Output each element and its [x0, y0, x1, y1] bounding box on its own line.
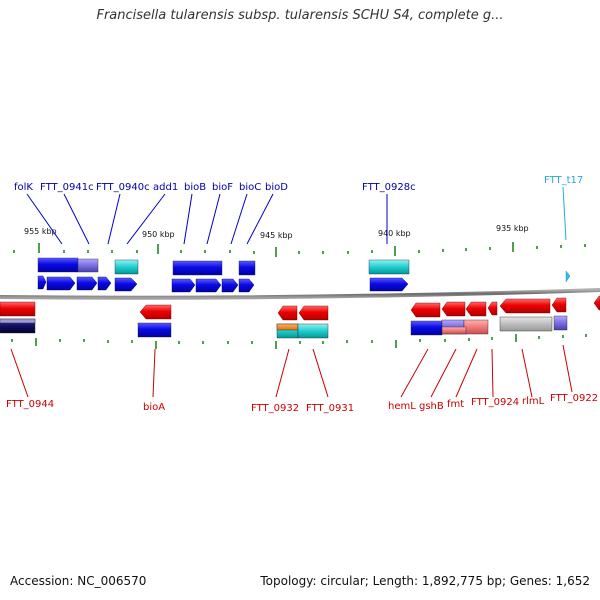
gene-feature[interactable] [238, 260, 256, 276]
gene-arrow-forward[interactable] [171, 278, 196, 293]
gene-arrow-reverse[interactable] [487, 301, 498, 316]
gene-label-add1[interactable]: add1 [153, 182, 178, 193]
forward-feature-row [37, 257, 410, 276]
gene-arrow-reverse[interactable] [465, 301, 487, 317]
inner-tick-ring [11, 334, 587, 349]
gene-arrow-reverse[interactable] [410, 302, 441, 318]
gene-feature[interactable] [499, 316, 553, 332]
gene-feature[interactable] [37, 257, 79, 273]
gene-arrow-reverse[interactable] [139, 304, 172, 320]
gene-feature[interactable] [114, 259, 139, 275]
topology-text: Topology: circular; Length: 1,892,775 bp… [260, 574, 590, 588]
gene-label-bioC[interactable]: bioC [239, 182, 261, 193]
genome-backbone [0, 288, 600, 300]
gene-label-FTT_0932[interactable]: FTT_0932 [251, 403, 299, 414]
gene-arrow-reverse[interactable] [593, 295, 600, 311]
gene-arrow-reverse[interactable] [499, 298, 551, 314]
gene-arrow-forward[interactable] [369, 277, 409, 292]
gene-label-bioB[interactable]: bioB [184, 182, 206, 193]
gene-label-bioA[interactable]: bioA [143, 402, 165, 413]
page-title: Francisella tularensis subsp. tularensis… [96, 8, 504, 23]
scale-tick-label: 945 kbp [260, 231, 293, 240]
reverse-feature-row [0, 315, 568, 339]
gene-feature[interactable] [137, 322, 172, 338]
scale-tick-label: 950 kbp [142, 230, 175, 239]
forward-gene-labels: folK FTT_0941c FTT_0940c add1 bioB bioF … [14, 182, 416, 193]
gene-feature[interactable] [368, 259, 410, 275]
reverse-gene-arrows [0, 295, 600, 321]
trna-gene-labels: FTT_t17 [544, 175, 583, 186]
gene-label-FTT_0941c[interactable]: FTT_0941c [40, 182, 94, 193]
gene-label-FTT_0940c[interactable]: FTT_0940c [96, 182, 150, 193]
gene-feature[interactable] [77, 258, 99, 273]
gene-label-bioF[interactable]: bioF [212, 182, 233, 193]
gene-feature[interactable] [410, 320, 443, 336]
reverse-label-leaders [10, 344, 573, 398]
gene-feature[interactable] [297, 323, 329, 339]
scale-tick-label: 955 kbp [24, 227, 57, 236]
gene-label-bioD[interactable]: bioD [265, 182, 288, 193]
gene-label-fmt[interactable]: fmt [447, 399, 464, 410]
gene-arrow-forward[interactable] [221, 278, 239, 293]
gene-arrow-forward[interactable] [238, 278, 255, 293]
gene-label-FTT_0922[interactable]: FTT_0922 [550, 393, 598, 404]
gene-arrow-forward[interactable] [76, 276, 98, 291]
gene-arrow-forward[interactable] [37, 275, 47, 290]
forward-gene-arrows [37, 270, 571, 293]
gene-arrow-reverse[interactable] [551, 297, 567, 313]
accession-text: Accession: NC_006570 [10, 574, 147, 588]
gene-feature[interactable] [276, 323, 299, 331]
scale-tick-label: 940 kbp [378, 229, 411, 238]
trna-arrow[interactable] [565, 270, 571, 283]
gene-arrow-forward[interactable] [114, 277, 138, 292]
reverse-gene-labels: FTT_0944 bioA FTT_0932 FTT_0931 hemL gsh… [6, 393, 598, 414]
gene-feature[interactable] [553, 315, 568, 331]
gene-feature[interactable] [172, 260, 223, 276]
gene-feature[interactable] [463, 319, 489, 335]
gene-label-rlmL[interactable]: rlmL [522, 396, 545, 407]
gene-arrow-forward[interactable] [97, 276, 112, 291]
gene-arrow-forward[interactable] [195, 278, 222, 293]
gene-label-FTT_0931[interactable]: FTT_0931 [306, 403, 354, 414]
scale-tick-label: 935 kbp [496, 224, 529, 233]
outer-tick-ring [13, 242, 586, 257]
gene-arrow-reverse[interactable] [298, 305, 329, 321]
gene-arrow-reverse[interactable] [277, 305, 298, 321]
gene-label-FTT_t17[interactable]: FTT_t17 [544, 175, 583, 186]
gene-label-gshB[interactable]: gshB [419, 401, 444, 412]
forward-label-leaders [26, 193, 388, 245]
gene-label-FTT_0944[interactable]: FTT_0944 [6, 399, 54, 410]
trna-label-leader [562, 186, 567, 241]
gene-arrow-reverse[interactable] [441, 301, 466, 317]
gene-arrow-reverse[interactable] [0, 301, 36, 317]
gene-label-hemL[interactable]: hemL [388, 401, 416, 412]
gene-feature[interactable] [0, 318, 36, 324]
gene-feature[interactable] [441, 326, 467, 335]
gene-label-FTT_0928c[interactable]: FTT_0928c [362, 182, 416, 193]
gene-label-folK[interactable]: folK [14, 182, 33, 193]
gene-label-FTT_0924[interactable]: FTT_0924 [471, 397, 519, 408]
gene-arrow-forward[interactable] [46, 276, 76, 291]
